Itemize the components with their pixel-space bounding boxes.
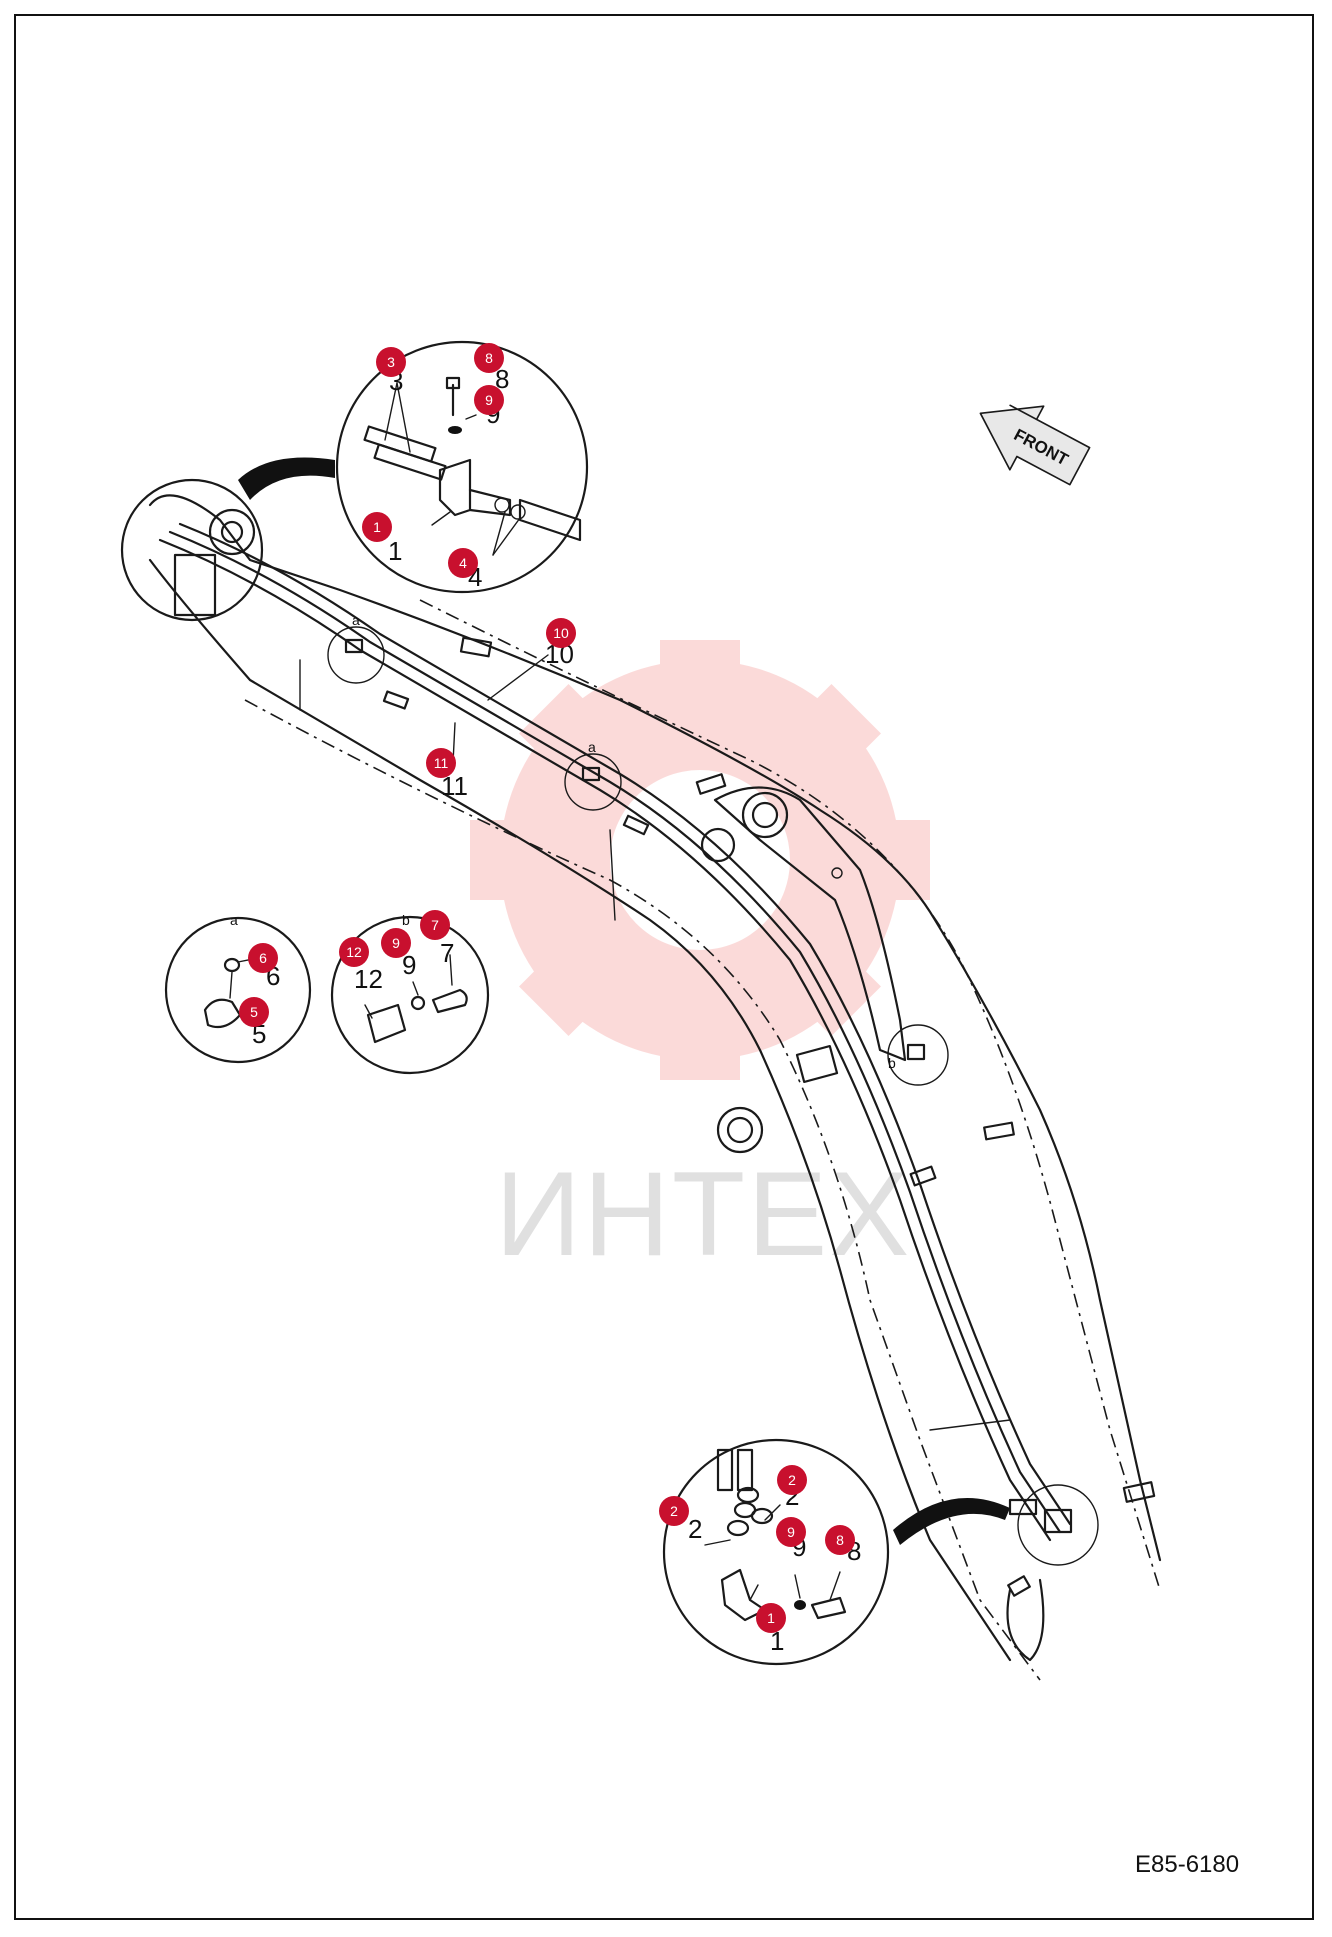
label-top-8: 8: [495, 364, 509, 394]
callout-b-12[interactable]: 12: [339, 937, 369, 967]
label-b-9: 9: [402, 950, 416, 980]
callout-bottom-8[interactable]: 8: [825, 1525, 855, 1555]
svg-text:8: 8: [485, 350, 493, 366]
front-arrow-icon: FRONT: [979, 404, 1091, 486]
callout-a-6[interactable]: 6: [248, 943, 278, 973]
svg-text:3: 3: [387, 354, 395, 370]
callout-b-7[interactable]: 7: [420, 910, 450, 940]
label-top-1: 1: [388, 536, 402, 566]
callout-main-10[interactable]: 10: [546, 618, 576, 648]
svg-text:9: 9: [485, 392, 493, 408]
detail-circle-boom-foot: [120, 478, 264, 622]
detail-circle-bottom: [662, 1438, 1010, 1666]
callouts: 3 8 9 1 4 10 1: [239, 343, 855, 1633]
svg-text:4: 4: [459, 555, 467, 571]
callout-bottom-2a[interactable]: 2: [659, 1496, 689, 1526]
callout-top-9[interactable]: 9: [474, 385, 504, 415]
excavator-boom: [148, 494, 1162, 1681]
callout-top-4[interactable]: 4: [448, 548, 478, 578]
callout-top-8[interactable]: 8: [474, 343, 504, 373]
view-circles: a a b: [327, 612, 1099, 1566]
callout-top-1[interactable]: 1: [362, 512, 392, 542]
callout-bottom-1[interactable]: 1: [756, 1603, 786, 1633]
svg-text:6: 6: [259, 950, 267, 966]
svg-text:12: 12: [346, 944, 362, 960]
watermark-text: ИНТЕХ: [495, 1147, 911, 1281]
svg-text:1: 1: [767, 1610, 775, 1626]
drawing-frame: [14, 14, 1314, 1920]
detail-circle-view-b: b: [330, 912, 490, 1075]
view-mark-b1: b: [888, 1055, 896, 1071]
detail-view-b-mark: b: [402, 912, 410, 928]
label-b-7: 7: [440, 938, 454, 968]
svg-text:9: 9: [787, 1524, 795, 1540]
svg-text:9: 9: [392, 935, 400, 951]
drawing-code: E85-6180: [1135, 1851, 1239, 1878]
label-bottom-2a: 2: [688, 1514, 702, 1544]
svg-text:2: 2: [788, 1472, 796, 1488]
callout-top-3[interactable]: 3: [376, 347, 406, 377]
callout-b-9[interactable]: 9: [381, 928, 411, 958]
detail-circle-top: [238, 340, 589, 594]
view-mark-a2: a: [588, 739, 596, 755]
callout-main-11[interactable]: 11: [426, 748, 456, 778]
label-b-12: 12: [354, 964, 383, 994]
view-mark-a1: a: [352, 612, 360, 628]
callout-bottom-9[interactable]: 9: [776, 1517, 806, 1547]
svg-text:1: 1: [373, 519, 381, 535]
svg-text:11: 11: [434, 755, 449, 771]
detail-circle-view-a: a: [164, 912, 312, 1064]
watermark-gear: [470, 640, 930, 1080]
svg-text:10: 10: [553, 625, 569, 641]
leader-10: [487, 654, 549, 701]
svg-text:8: 8: [836, 1532, 844, 1548]
detail-view-a-mark: a: [230, 912, 238, 928]
label-bottom-1: 1: [770, 1626, 784, 1656]
svg-text:2: 2: [670, 1503, 678, 1519]
callout-a-5[interactable]: 5: [239, 997, 269, 1027]
svg-text:7: 7: [431, 917, 439, 933]
svg-text:5: 5: [250, 1004, 258, 1020]
callout-bottom-2b[interactable]: 2: [777, 1465, 807, 1495]
